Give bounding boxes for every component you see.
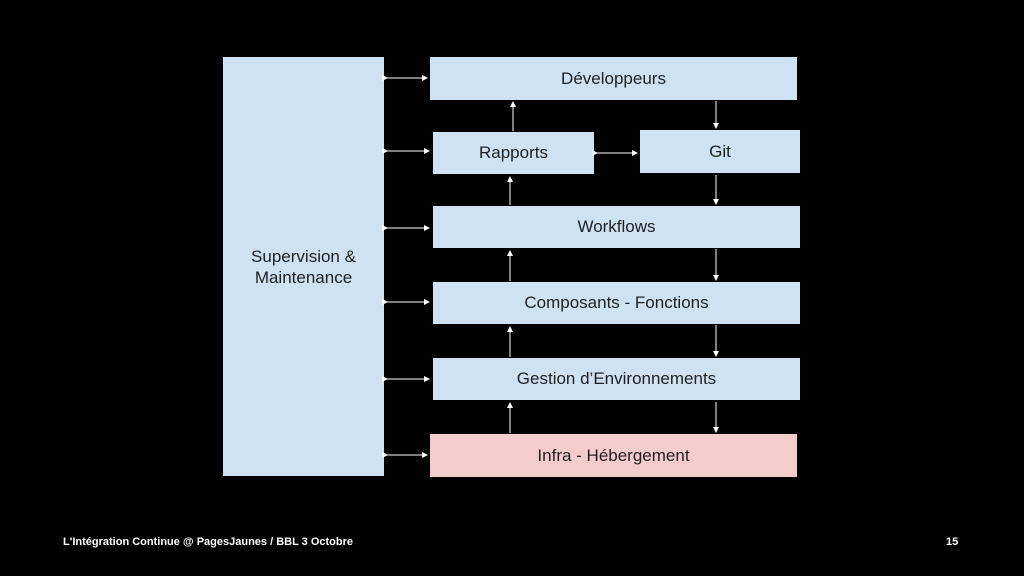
supervision-maintenance-box: Supervision & Maintenance <box>223 57 384 476</box>
gestion-environnements-label: Gestion d’Environnements <box>516 369 717 388</box>
git-box: Git <box>640 130 800 173</box>
git-label: Git <box>709 141 731 161</box>
composants-fonctions-label: Composants - Fonctions <box>524 293 709 312</box>
footer-title: L'Intégration Continue @ PagesJaunes / B… <box>63 536 354 548</box>
rapports-label: Rapports <box>479 143 548 162</box>
gestion-environnements-box: Gestion d’Environnements <box>433 358 800 400</box>
infra-hebergement-label: Infra - Hébergement <box>537 445 690 465</box>
rapports-box: Rapports <box>433 132 594 174</box>
developpeurs-label: Développeurs <box>561 68 666 88</box>
developpeurs-box: Développeurs <box>430 57 797 100</box>
workflows-box: Workflows <box>433 206 800 248</box>
workflows-label: Workflows <box>577 217 656 236</box>
supervision-maintenance-label: Supervision & Maintenance <box>251 246 356 287</box>
page-number: 15 <box>946 536 959 548</box>
infra-hebergement-box: Infra - Hébergement <box>430 434 797 477</box>
composants-fonctions-box: Composants - Fonctions <box>433 282 800 324</box>
